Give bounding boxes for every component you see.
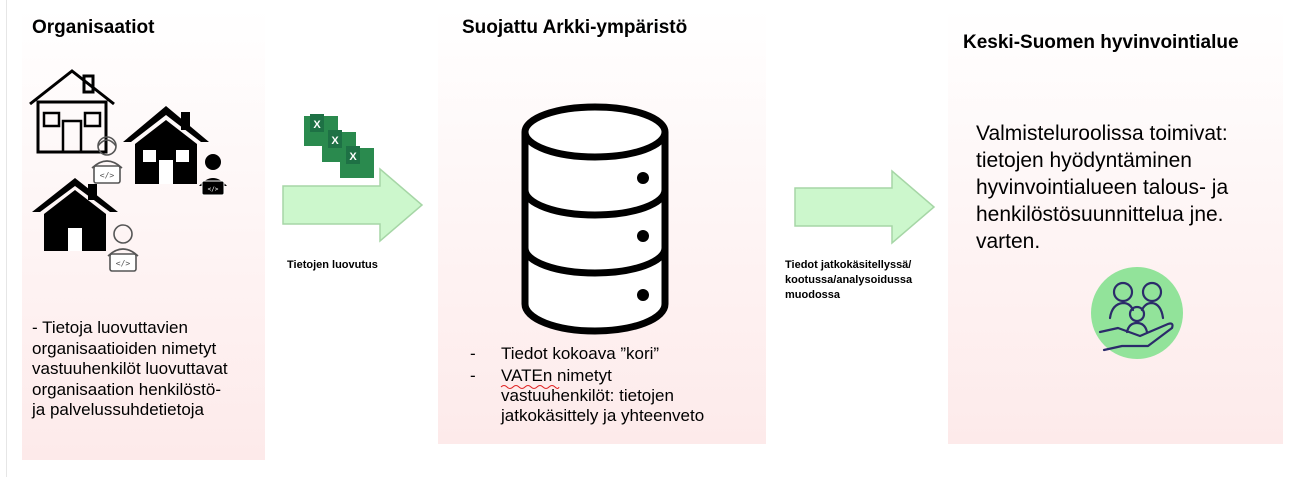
house-filled-icon: [32, 178, 118, 251]
basket-text: Tiedot kokoava ”kori”: [501, 344, 660, 363]
basket-dash: -: [470, 344, 476, 363]
svg-text:</>: </>: [100, 171, 115, 180]
developer-person-icon: </>: [107, 224, 139, 272]
transfer-label: Tietojen luovutus: [287, 259, 378, 271]
transfer-arrow: [282, 167, 424, 243]
responsible-dash: -: [470, 366, 476, 385]
processed-data-arrow: [794, 169, 936, 245]
svg-text:X: X: [331, 135, 339, 147]
svg-text:</>: </>: [116, 259, 131, 268]
svg-text:X: X: [313, 119, 321, 131]
svg-text:</>: </>: [208, 186, 219, 193]
house-outline-icon: [29, 69, 115, 154]
database-icon: [521, 103, 669, 335]
developer-person-icon: </>: [91, 136, 123, 184]
organizations-title: Organisaatiot: [32, 17, 155, 38]
svg-text:X: X: [349, 151, 357, 163]
family-care-icon: [1091, 267, 1183, 359]
wellbeing-services-description: Valmisteluroolissa toimivat: tietojen hy…: [976, 122, 1229, 253]
developer-person-icon: </>: [199, 154, 227, 196]
spellcheck-underline: [500, 385, 560, 389]
processed-data-label: Tiedot jatkokäsitellyssä/ kootussa/analy…: [785, 259, 913, 301]
wellbeing-services-title: Keski-Suomen hyvinvointialue: [963, 32, 1239, 53]
organizations-description: - Tietoja luovuttavien organisaatioiden …: [32, 318, 228, 419]
secure-environment-title: Suojattu Arkki-ympäristö: [462, 17, 688, 38]
wellbeing-services-panel: [948, 8, 1283, 444]
house-filled-icon: [123, 106, 209, 184]
excel-files-icon: X X X: [304, 114, 374, 178]
left-edge-divider: [0, 0, 7, 477]
responsible-text: VATEn nimetyt vastuuhenkilöt: tietojen j…: [501, 366, 705, 425]
